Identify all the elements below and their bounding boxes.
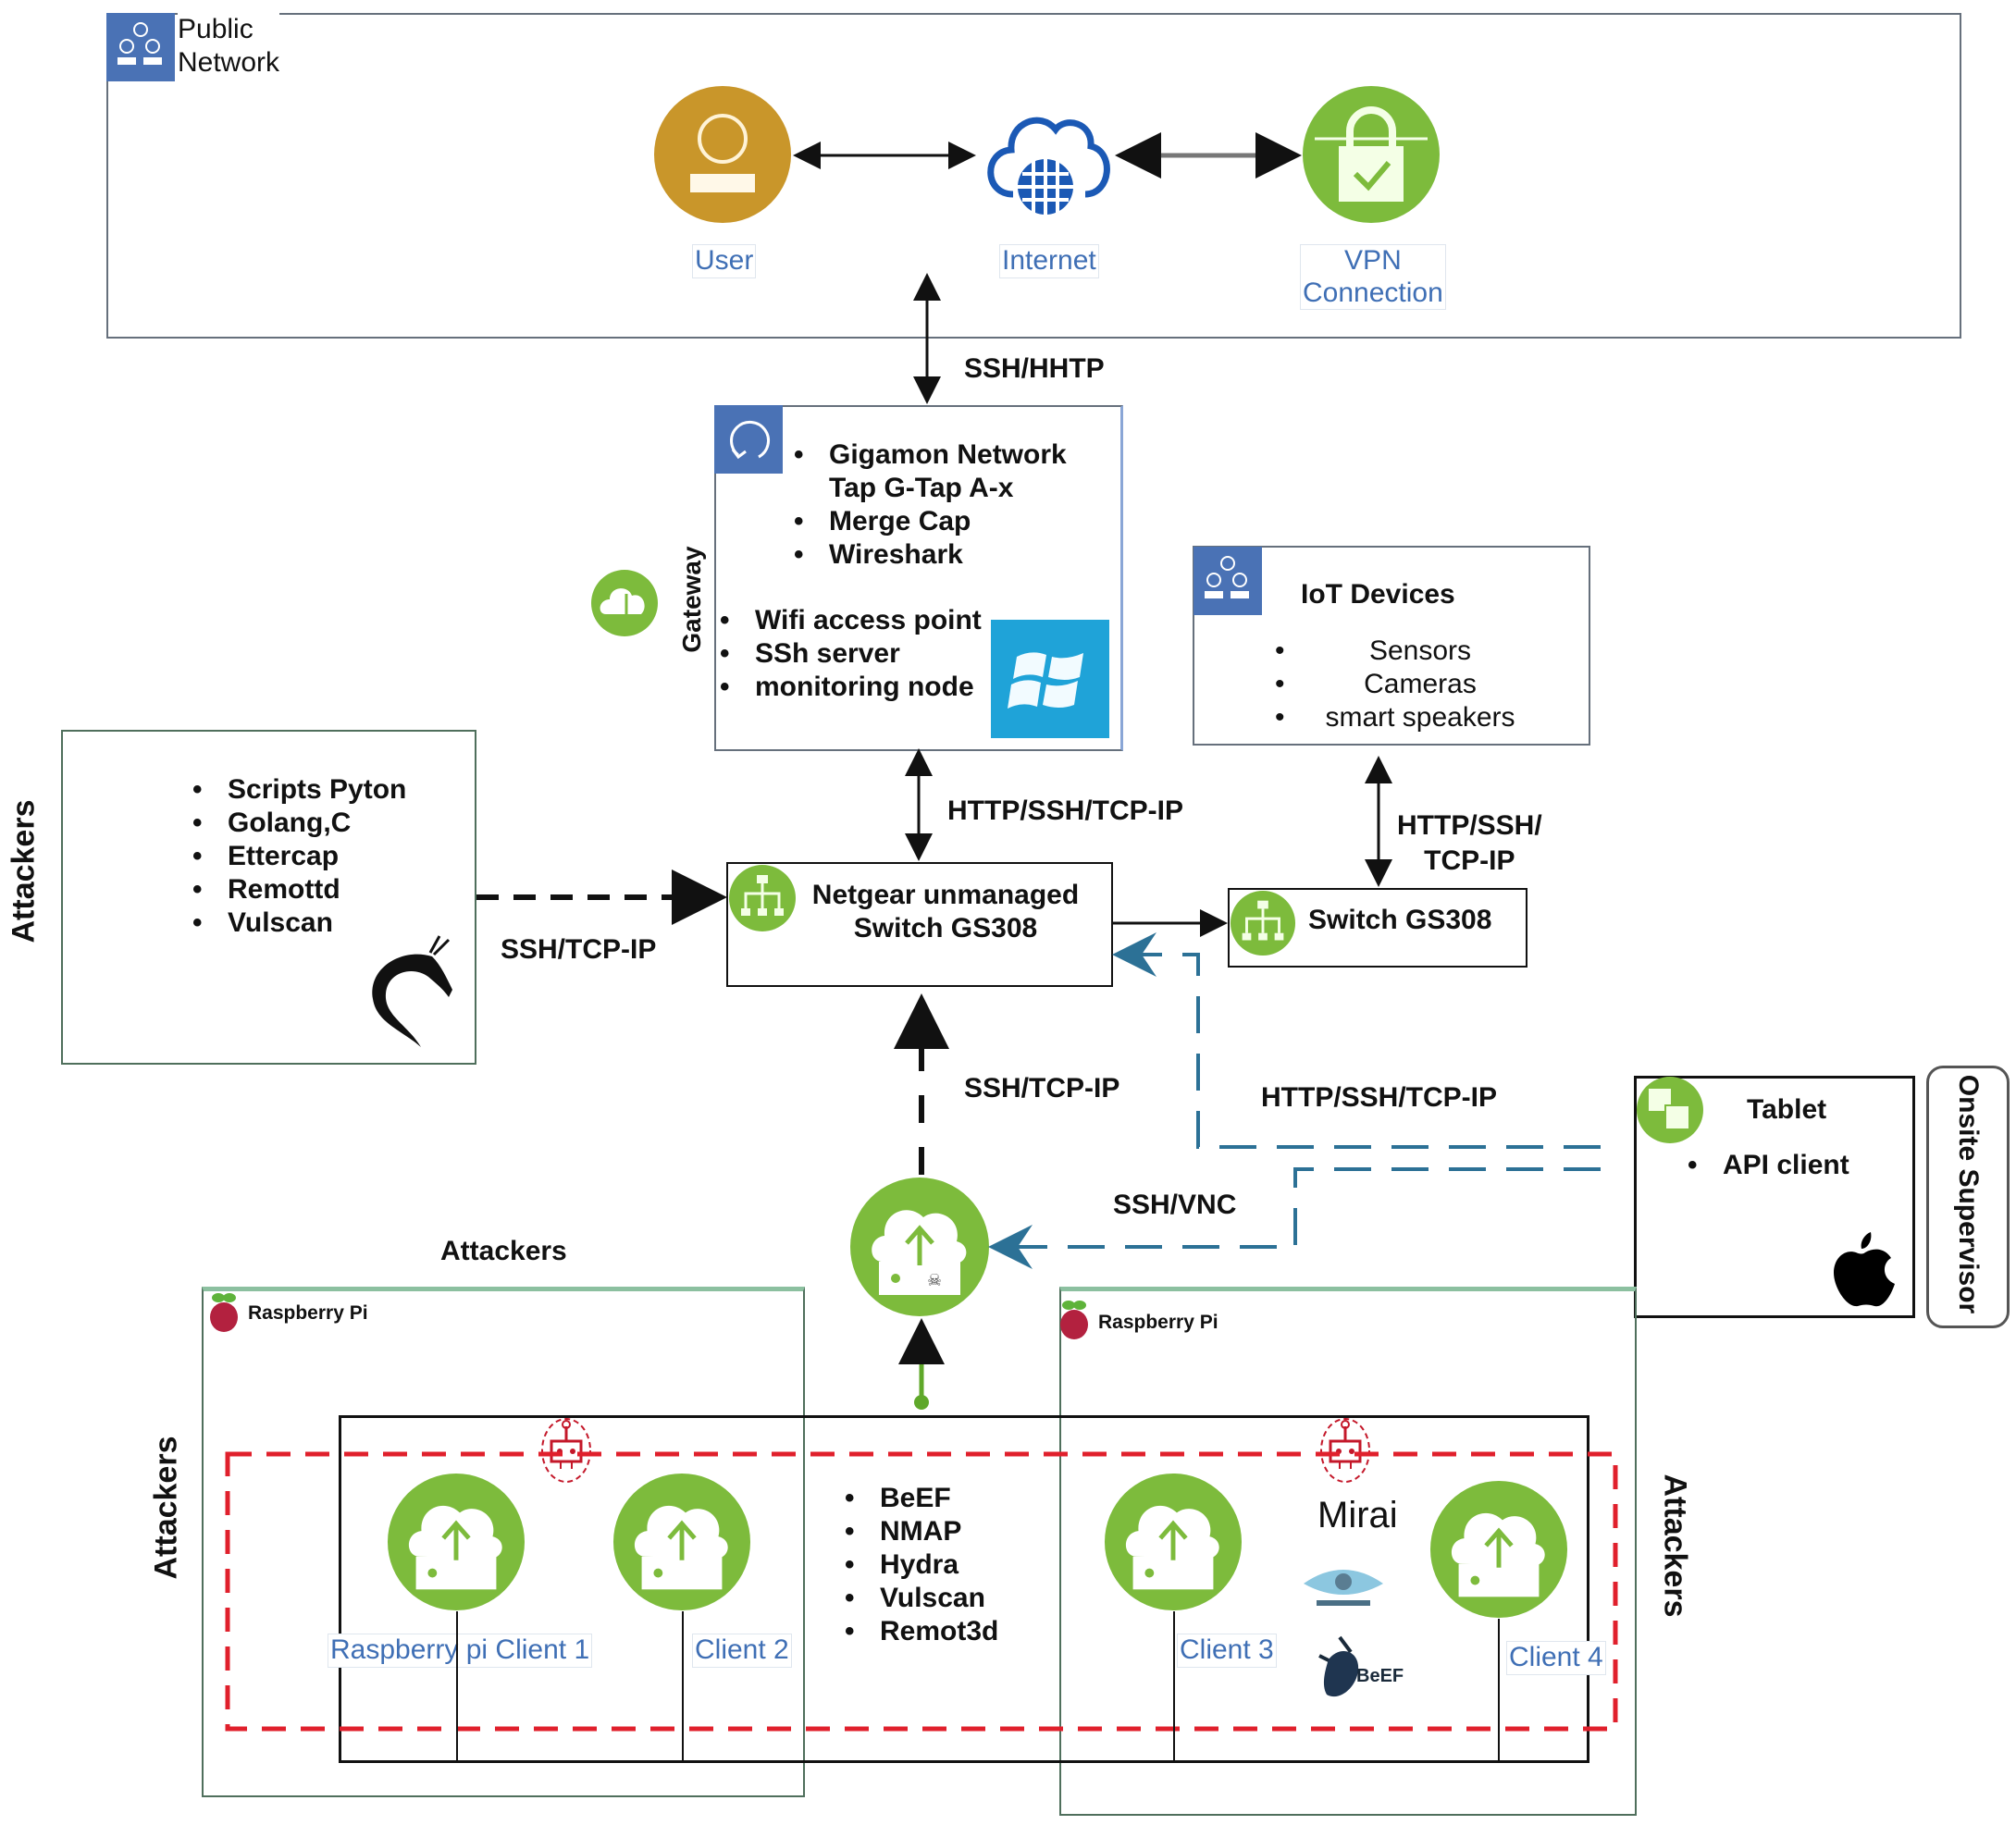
client-node-2[interactable]: [612, 1473, 751, 1611]
onsite-supervisor-label: Onsite Supervisor: [1953, 1074, 1984, 1314]
raspberry-tool: Remot3d: [837, 1615, 998, 1648]
tablet-icon: [1636, 1076, 1704, 1144]
raspberry-tool: Hydra: [837, 1548, 998, 1582]
gateway-item: SSh server: [712, 637, 982, 671]
client-label-4: Client 4: [1506, 1641, 1606, 1675]
raspberry-tool: NMAP: [837, 1515, 998, 1548]
gateway-item: Wifi access point: [712, 604, 982, 637]
gateway-item: Wireshark: [786, 538, 1092, 572]
internet-node[interactable]: [976, 85, 1115, 224]
client-node-3[interactable]: [1104, 1473, 1243, 1611]
mirai-label: Mirai: [1317, 1495, 1398, 1535]
iot-item: •Cameras: [1275, 669, 1477, 699]
attacker-tool: Vulscan: [185, 906, 406, 940]
client-label-1: Raspberry pi Client 1: [328, 1634, 593, 1668]
svg-text:BeEF: BeEF: [1356, 1666, 1404, 1686]
attackers-tools-list: Scripts Pyton Golang,C Ettercap Remottd …: [185, 773, 406, 940]
tablet-box: [1634, 1076, 1915, 1318]
gateway-top-list: Gigamon Network Tap G-Tap A-x Merge Cap …: [786, 438, 1092, 572]
client-label-3: Client 3: [1177, 1634, 1277, 1668]
raspberry-pi-logo-icon: [207, 1291, 241, 1334]
iot-devices-title: IoT Devices: [1301, 579, 1455, 610]
client-label-2: Client 2: [692, 1634, 792, 1668]
network-group-icon: [1194, 547, 1262, 615]
attackers-kali-box: [61, 730, 476, 1065]
gateway-item: Merge Cap: [786, 505, 1092, 538]
eye-scanner-icon: [1300, 1563, 1387, 1609]
tablet-item: API client: [1680, 1149, 1849, 1182]
vpn-label: VPN Connection: [1300, 244, 1446, 310]
gateway-switch-protocol: HTTP/SSH/TCP-IP: [947, 795, 1184, 826]
tablet-switch-protocol: HTTP/SSH/TCP-IP: [1261, 1082, 1498, 1113]
attacker-tool: Scripts Pyton: [185, 773, 406, 807]
botnet-robot-icon: [529, 1412, 603, 1489]
vpn-node[interactable]: [1302, 85, 1441, 224]
attackers-side-label: Attackers: [6, 799, 42, 943]
svg-text:☠: ☠: [927, 1271, 942, 1290]
public-network-container: [106, 13, 1961, 339]
tablet-pi-protocol: SSH/VNC: [1113, 1190, 1237, 1220]
gateway-side-label: Gateway: [677, 546, 706, 653]
user-icon: [654, 86, 791, 223]
attacker-tool: Remottd: [185, 873, 406, 906]
iot-devices-list: •Sensors •Cameras •smart speakers: [1268, 635, 1545, 734]
attackers-top-label: Attackers: [440, 1236, 567, 1266]
raspberry-tools-list: BeEF NMAP Hydra Vulscan Remot3d: [837, 1482, 998, 1648]
public-network-title: Public Network: [178, 13, 280, 80]
botnet-robot-icon: [1308, 1412, 1382, 1489]
iot-item: •smart speakers: [1275, 702, 1515, 733]
client-node-1[interactable]: [387, 1473, 526, 1611]
internet-label: Internet: [999, 244, 1099, 278]
attackers-switch-protocol: SSH/TCP-IP: [501, 934, 657, 965]
network-group-icon: [106, 13, 175, 81]
iot-switch-label: Switch GS308: [1308, 905, 1492, 935]
central-pi-node[interactable]: ☠: [849, 1177, 990, 1317]
raspberry-pi-label: Raspberry Pi: [248, 1302, 368, 1324]
client-node-4[interactable]: [1429, 1480, 1568, 1619]
tablet-title: Tablet: [1747, 1094, 1827, 1125]
windows-logo-icon: [991, 620, 1109, 738]
pi-uplink: [898, 1318, 945, 1410]
tablet-switch-link: [1112, 932, 1601, 1149]
kali-dragon-icon: [356, 934, 458, 1050]
user-node[interactable]: [653, 85, 792, 224]
iot-item: •Sensors: [1275, 635, 1472, 666]
iot-devices-box: [1193, 546, 1590, 746]
attacker-tool: Golang,C: [185, 807, 406, 840]
sync-icon: [714, 405, 783, 474]
gateway-item: monitoring node: [712, 671, 982, 704]
tablet-list: API client: [1680, 1149, 1849, 1182]
vpn-lock-icon: [1303, 86, 1440, 223]
netgear-switch-box[interactable]: [726, 862, 1113, 987]
switch-icon: [728, 864, 797, 932]
user-label: User: [692, 244, 757, 278]
internet-gateway-protocol: SSH/HHTP: [964, 353, 1105, 384]
raspberry-tool: BeEF: [837, 1482, 998, 1515]
apple-logo-icon: [1830, 1228, 1900, 1310]
netgear-switch-label: Netgear unmanaged Switch GS308: [811, 880, 1080, 943]
raspberry-pi-label: Raspberry Pi: [1098, 1312, 1218, 1333]
iot-switch-protocol: HTTP/SSH/ TCP-IP: [1397, 810, 1542, 876]
gateway-bottom-list: Wifi access point SSh server monitoring …: [712, 604, 982, 704]
attacker-tool: Ettercap: [185, 840, 406, 873]
onsite-supervisor-badge: [1926, 1066, 2010, 1328]
raspberry-tool: Vulscan: [837, 1582, 998, 1615]
attackers-left-label: Attackers: [148, 1436, 184, 1580]
beef-logo-icon: BeEF: [1312, 1634, 1414, 1702]
gateway-cloud-icon: [589, 568, 660, 638]
gateway-item: Gigamon Network Tap G-Tap A-x: [786, 438, 1092, 505]
tablet-pi-link: [988, 1167, 1601, 1269]
cloud-globe-icon: [987, 117, 1110, 215]
pi-switch-protocol: SSH/TCP-IP: [964, 1073, 1120, 1104]
raspberry-pi-logo-icon: [1057, 1299, 1091, 1341]
attackers-right-label: Attackers: [1657, 1474, 1693, 1618]
switch-icon: [1230, 890, 1296, 956]
